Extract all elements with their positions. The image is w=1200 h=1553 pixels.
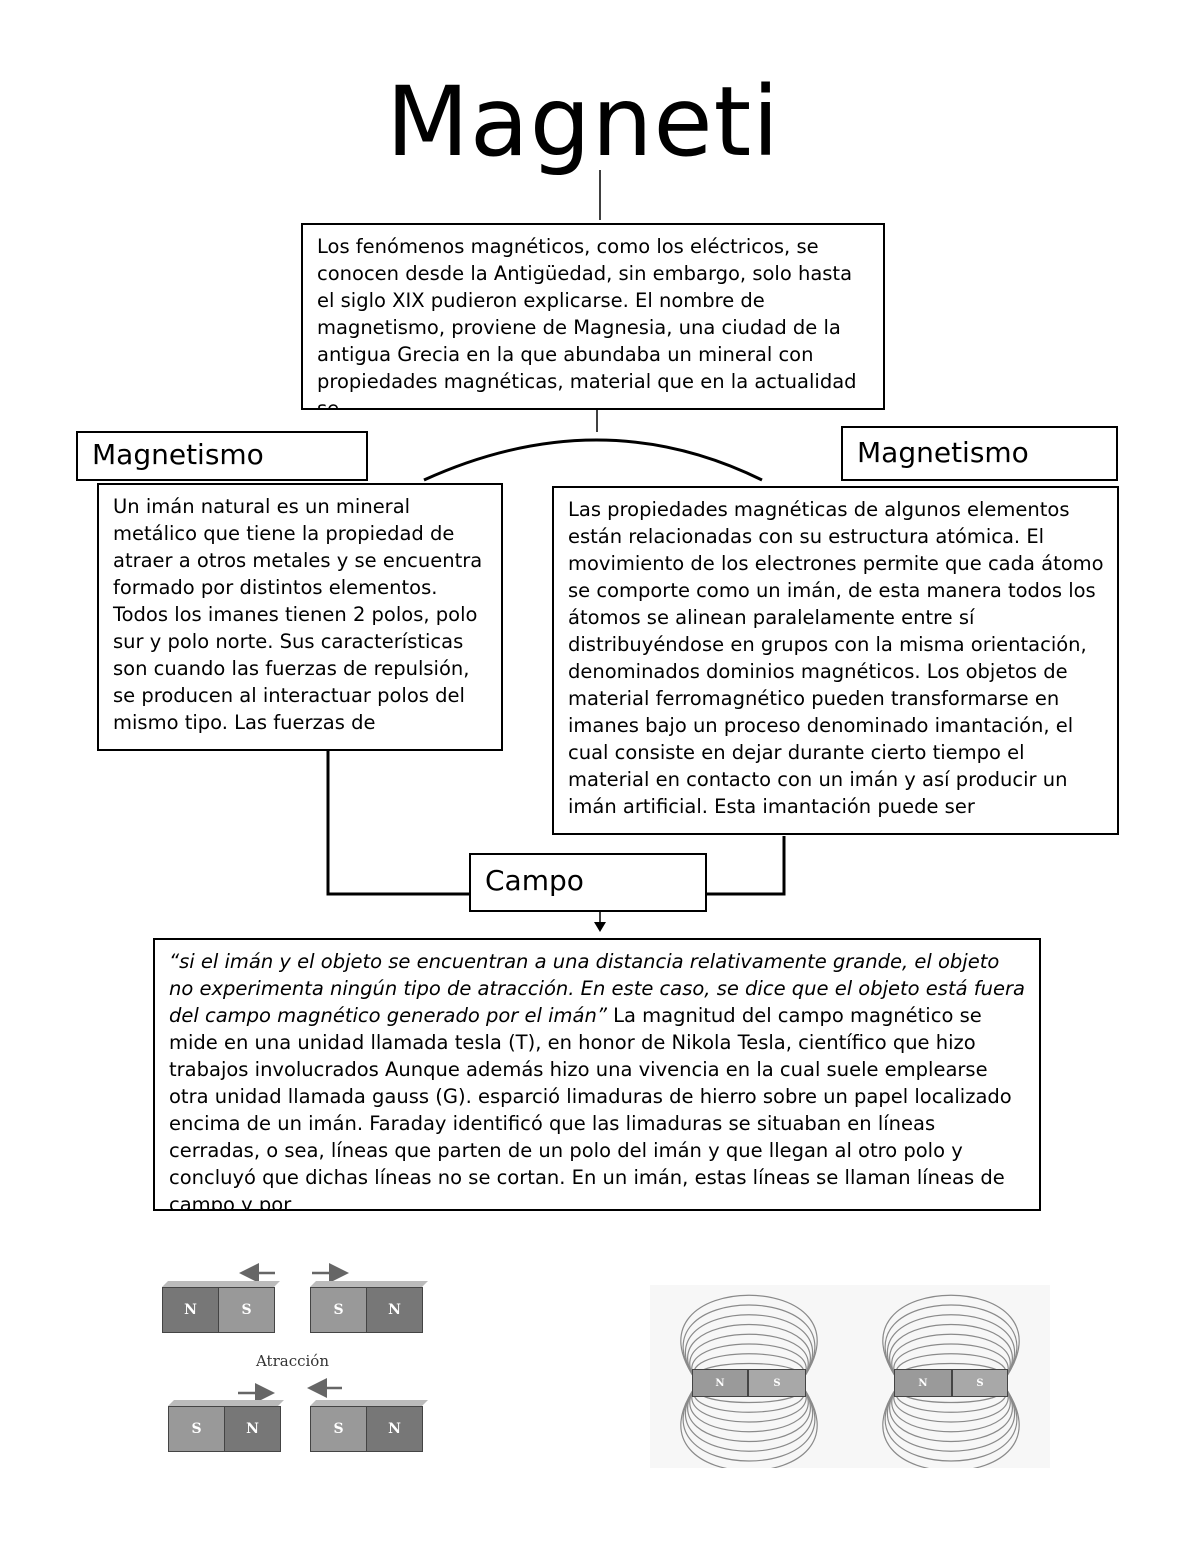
- magnet-pole-n: N: [366, 1287, 423, 1333]
- field-line: [680, 1294, 818, 1384]
- attraction-arrows: [162, 1263, 428, 1406]
- magnet-pole-n: N: [366, 1406, 423, 1452]
- left-box: Un imán natural es un mineral metálico q…: [97, 483, 503, 751]
- right-to-campo-line: [706, 836, 786, 896]
- left-to-campo-line: [326, 748, 470, 896]
- attraction-figure: N S S N Atracción S N S N: [160, 1260, 430, 1470]
- field-line: [891, 1333, 1011, 1384]
- intro-box: Los fenómenos magnéticos, como los eléct…: [301, 223, 885, 410]
- field-line: [886, 1382, 1016, 1452]
- magnet-pole-s: S: [168, 1406, 225, 1452]
- field-magnet-pole-s: S: [748, 1369, 806, 1397]
- field-line: [889, 1382, 1013, 1442]
- intro-text: Los fenómenos magnéticos, como los eléct…: [317, 235, 857, 410]
- field-line: [691, 1343, 807, 1384]
- field-line: [684, 1382, 814, 1452]
- field-line: [691, 1382, 807, 1423]
- branch-arc: [423, 438, 763, 482]
- right-heading: Magnetismo: [841, 426, 1118, 481]
- field-lines-figure: N S N S: [650, 1285, 1050, 1468]
- field-line: [889, 1324, 1013, 1384]
- field-magnet-pole-s: S: [952, 1369, 1008, 1397]
- field-magnet-pole-n: N: [894, 1369, 952, 1397]
- field-line: [893, 1382, 1009, 1423]
- campo-box: “si el imán y el objeto se encuentran a …: [153, 938, 1041, 1211]
- campo-heading: Campo: [469, 853, 707, 912]
- field-line: [682, 1382, 816, 1462]
- magnet-pole-n: N: [162, 1287, 219, 1333]
- right-text: Las propiedades magnéticas de algunos el…: [568, 498, 1104, 818]
- campo-arrow-head: [594, 922, 606, 932]
- field-line: [684, 1314, 814, 1384]
- field-line: [886, 1314, 1016, 1384]
- attraction-caption: Atracción: [255, 1352, 329, 1370]
- campo-text: La magnitud del campo magnético se mide …: [169, 1004, 1012, 1211]
- field-line: [689, 1333, 809, 1384]
- page-title: Magneti: [386, 66, 780, 178]
- field-line: [687, 1382, 811, 1442]
- magnet-pole-s: S: [310, 1406, 367, 1452]
- magnet-pole-s: S: [310, 1287, 367, 1333]
- field-line: [687, 1324, 811, 1384]
- field-line: [689, 1382, 809, 1433]
- left-heading: Magnetismo: [76, 431, 368, 481]
- left-text: Un imán natural es un mineral metálico q…: [113, 495, 483, 734]
- field-line: [884, 1382, 1018, 1462]
- magnet-pole-n: N: [224, 1406, 281, 1452]
- field-line: [680, 1382, 818, 1468]
- field-line: [882, 1294, 1020, 1384]
- campo-body: “si el imán y el objeto se encuentran a …: [155, 940, 1039, 1211]
- field-line: [891, 1382, 1011, 1433]
- campo-quote: “si el imán y el objeto se encuentran a …: [169, 950, 1025, 1027]
- right-box: Las propiedades magnéticas de algunos el…: [552, 486, 1119, 835]
- field-line: [682, 1304, 816, 1384]
- field-line: [884, 1304, 1018, 1384]
- field-line: [882, 1382, 1020, 1468]
- magnet-pole-s: S: [218, 1287, 275, 1333]
- field-line: [893, 1343, 1009, 1384]
- field-magnet-pole-n: N: [692, 1369, 748, 1397]
